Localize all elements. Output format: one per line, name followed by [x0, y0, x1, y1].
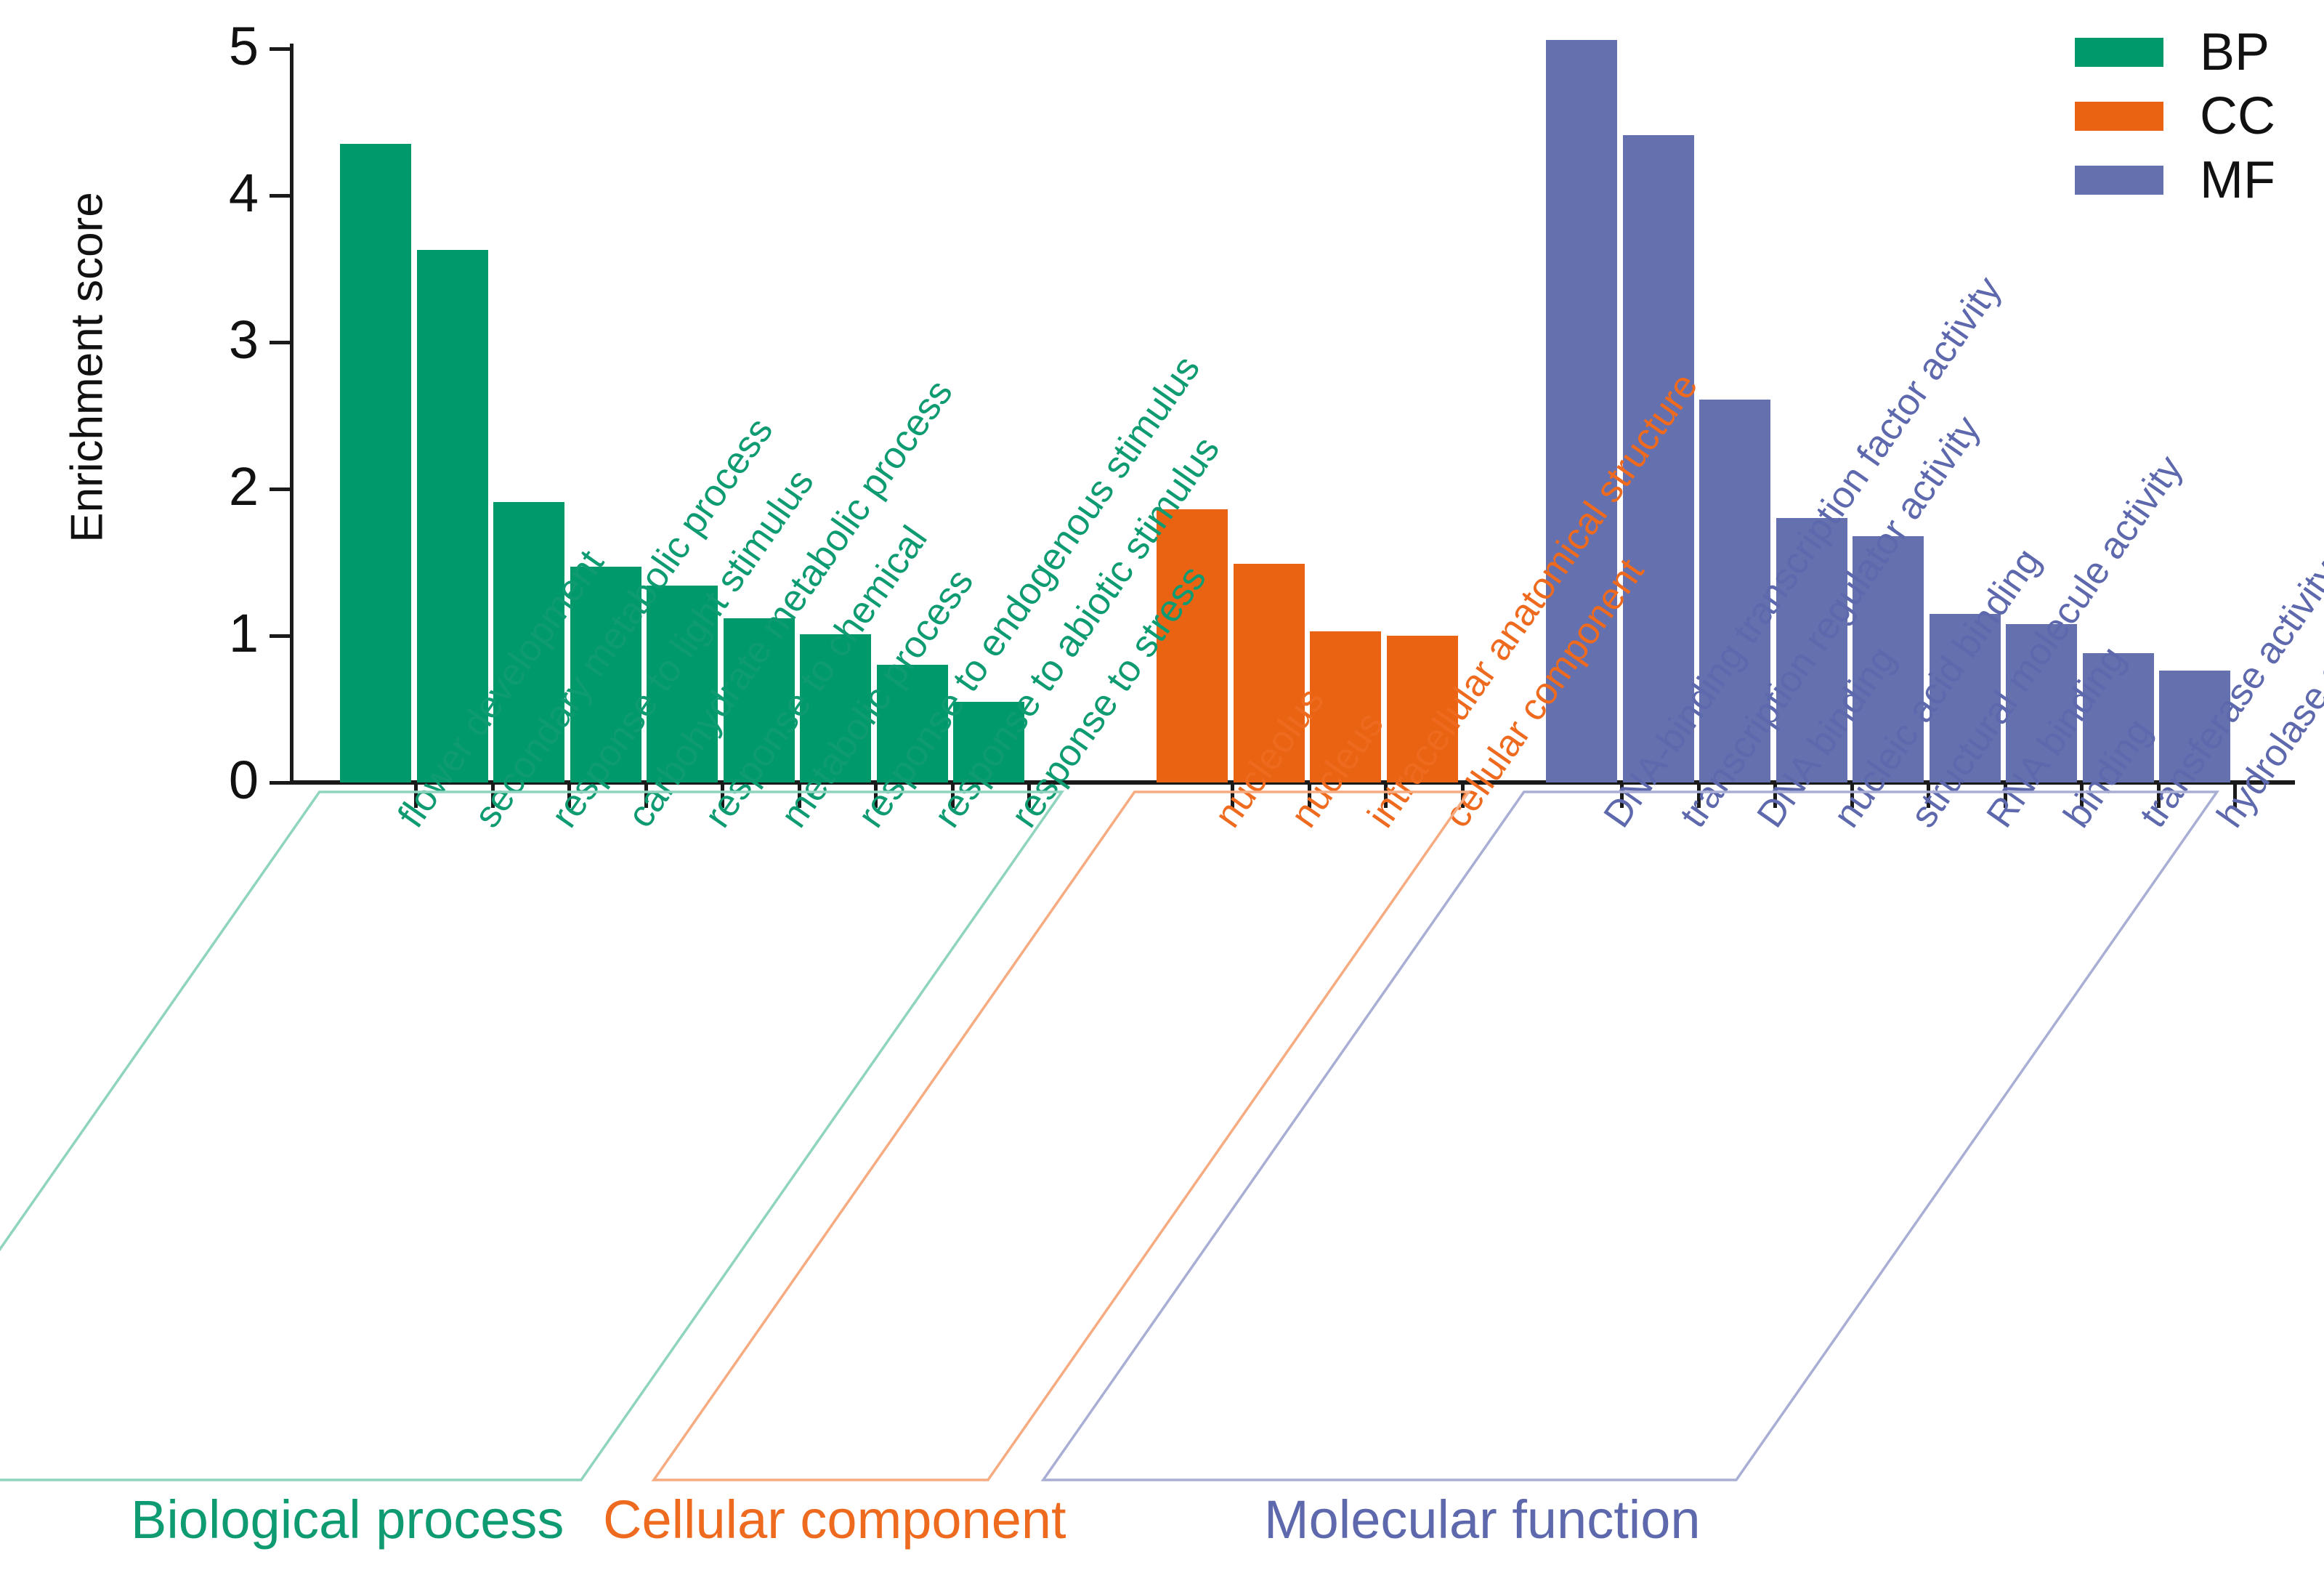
x-tick-cc-3	[1460, 785, 1465, 808]
x-tick-mf-5	[2003, 785, 2007, 808]
y-tick-5	[270, 47, 291, 51]
legend-swatch-cc	[2075, 102, 2163, 131]
bar-mf-3	[1776, 518, 1847, 782]
y-tick-4	[270, 194, 291, 198]
y-tick-label-1: 1	[228, 603, 259, 663]
plot-area: 0 1 2 3 4 5 Enrichment score	[0, 0, 2324, 808]
x-axis-line	[290, 780, 2295, 785]
y-axis-title: Enrichment score	[62, 192, 113, 543]
group-title-cc: Cellular component	[603, 1489, 1066, 1550]
y-tick-label-5: 5	[228, 16, 259, 76]
bar-mf-0	[1546, 39, 1617, 782]
x-tick-mf-7	[2156, 785, 2161, 808]
bar-cc-0	[1157, 509, 1228, 782]
bar-mf-1	[1622, 135, 1694, 782]
group-box-mf	[1029, 790, 2246, 1486]
bar-bp-5	[723, 618, 795, 782]
x-tick-bp-0	[414, 785, 418, 808]
x-tick-mf-4	[1927, 785, 1930, 808]
legend-swatch-bp	[2075, 38, 2163, 67]
legend-label-bp: BP	[2200, 23, 2270, 81]
bar-cc-2	[1310, 631, 1381, 782]
group-box-cc	[639, 790, 1498, 1486]
bar-bp-8	[953, 701, 1024, 782]
bar-mf-7	[2082, 653, 2154, 782]
x-tick-bp-1	[490, 785, 495, 808]
legend-label-cc: CC	[2200, 87, 2275, 145]
x-tick-cc-2	[1384, 785, 1388, 808]
bar-cc-3	[1386, 636, 1458, 782]
x-tick-bp-4	[721, 785, 724, 808]
group-title-mf: Molecular function	[1264, 1489, 1701, 1550]
legend-swatch-mf	[2075, 166, 2163, 195]
y-tick-label-4: 4	[228, 163, 259, 223]
x-tick-cc-0	[1231, 785, 1234, 808]
x-tick-cc-1	[1307, 785, 1311, 808]
x-tick-mf-0	[1620, 785, 1624, 808]
y-axis-line	[290, 44, 293, 783]
bar-bp-1	[416, 249, 488, 782]
bar-mf-8	[2159, 671, 2230, 782]
bar-mf-5	[1929, 613, 2001, 782]
bar-bp-4	[647, 586, 718, 782]
bar-mf-6	[2006, 623, 2077, 782]
y-tick-label-2: 2	[228, 456, 259, 517]
y-tick-0	[270, 781, 291, 785]
x-tick-bp-2	[567, 785, 571, 808]
x-tick-bp-7	[950, 785, 955, 808]
legend-label-mf: MF	[2200, 151, 2275, 209]
x-tick-mf-6	[2080, 785, 2084, 808]
x-tick-mf-8	[2233, 785, 2237, 808]
x-tick-mf-1	[1696, 785, 1701, 808]
y-tick-1	[270, 634, 291, 638]
bar-mf-4	[1853, 535, 1924, 782]
x-tick-bp-5	[797, 785, 801, 808]
y-tick-label-3: 3	[228, 310, 259, 370]
y-tick-3	[270, 341, 291, 344]
bar-bp-3	[570, 567, 641, 782]
bars-layer	[0, 0, 2324, 782]
x-tick-bp-8	[1027, 785, 1031, 808]
group-box-bp	[0, 790, 1091, 1486]
bar-bp-0	[340, 144, 411, 782]
x-tick-mf-3	[1850, 785, 1854, 808]
x-tick-bp-6	[874, 785, 878, 808]
bar-bp-7	[876, 665, 948, 782]
x-tick-bp-3	[644, 785, 648, 808]
y-tick-2	[270, 487, 291, 491]
bar-bp-6	[800, 634, 871, 782]
bar-bp-2	[493, 502, 564, 782]
bar-cc-1	[1233, 564, 1305, 782]
x-tick-mf-2	[1773, 785, 1777, 808]
y-tick-label-0: 0	[228, 750, 259, 810]
group-title-bp: Biological process	[131, 1489, 564, 1550]
bar-mf-2	[1699, 399, 1770, 782]
